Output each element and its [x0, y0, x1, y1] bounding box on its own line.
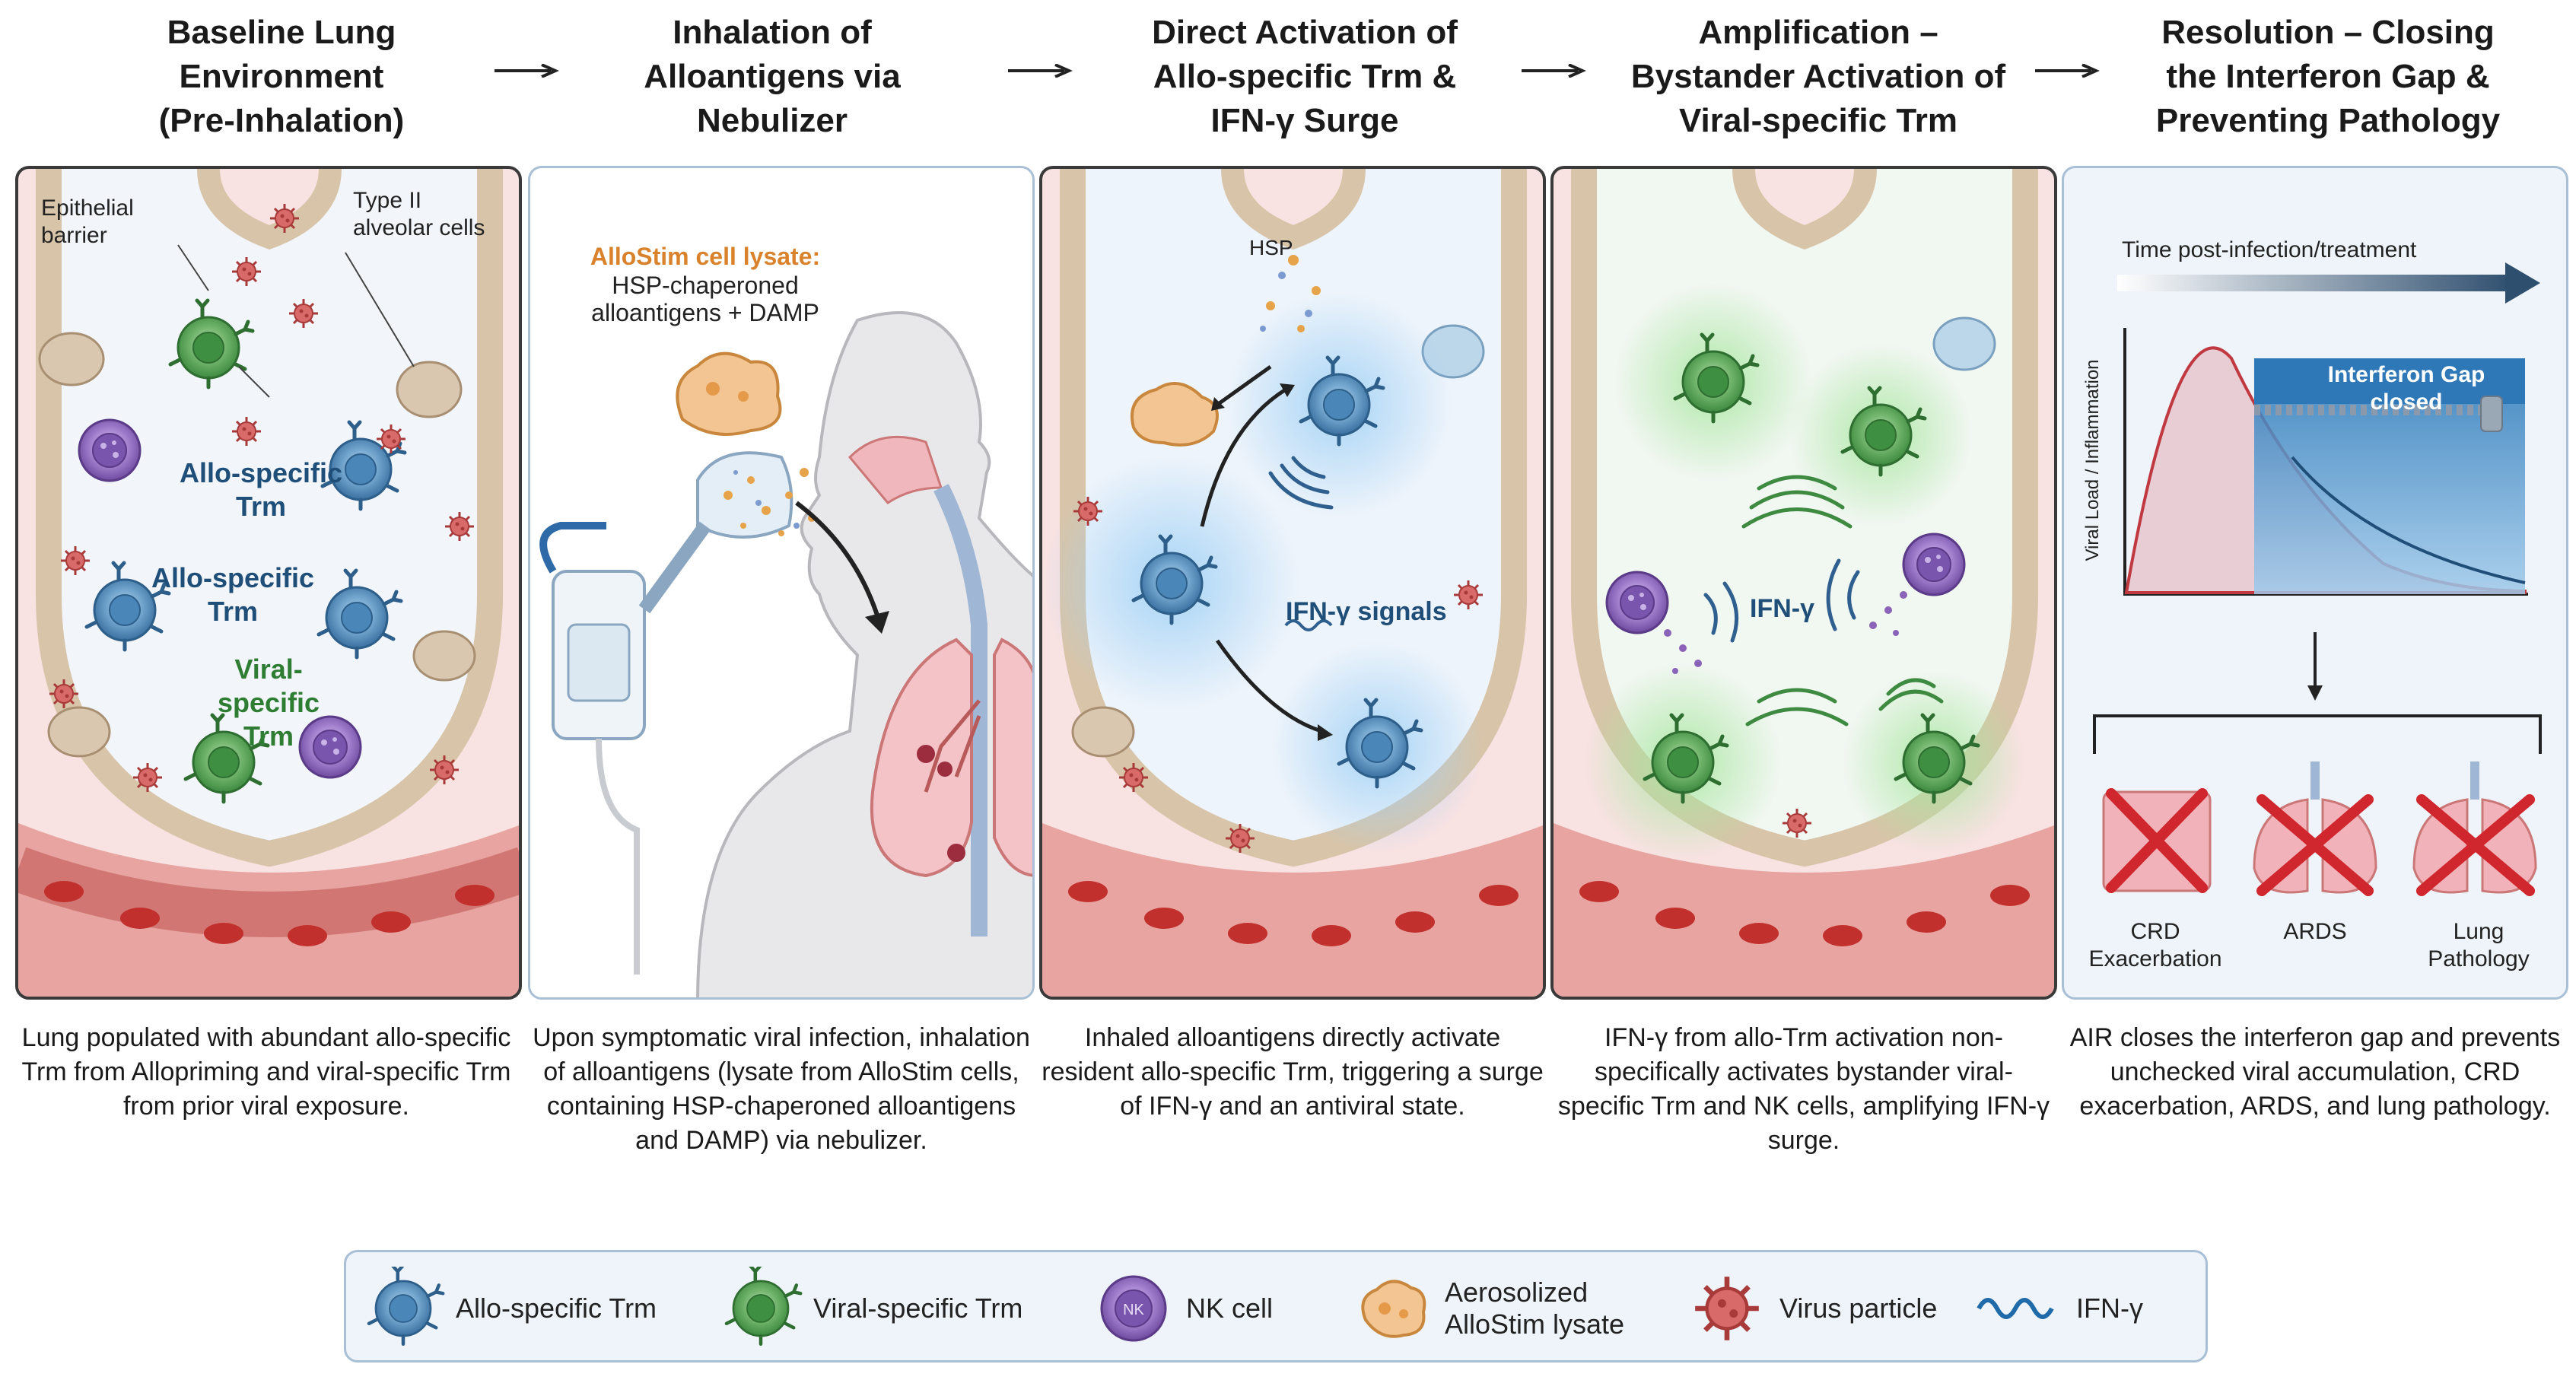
legend-item-ifn: IFN-γ	[1974, 1252, 2143, 1365]
panel-5-caption: AIR closes the interferon gap and preven…	[2069, 1023, 2561, 1121]
panel-1-title: Baseline Lung Environment (Pre-Inhalatio…	[158, 14, 405, 139]
legend-item-lysate: Aerosolized AlloStim lysate	[1350, 1252, 1624, 1365]
legend-label: IFN-γ	[2076, 1293, 2143, 1324]
legend-label: Aerosolized AlloStim lysate	[1445, 1277, 1625, 1340]
panel-3-illustration	[1042, 169, 1543, 997]
panel-2-illustration	[539, 311, 1032, 997]
viral-trm-label: Viral- specific Trm	[218, 653, 320, 752]
legend: Allo-specific Trm Viral-specific Trm NK …	[344, 1250, 2208, 1363]
step-arrow-2	[1008, 64, 1073, 78]
time-axis-label: Time post-infection/treatment	[2122, 237, 2417, 262]
panel-2-inhalation: AlloStim cell lysate: HSP-chaperoned all…	[528, 166, 1035, 1000]
legend-item-nk-cell: NK NK cell	[1092, 1252, 1273, 1365]
y-axis-label: Viral Load / Inflammation	[2082, 359, 2103, 561]
legend-label: NK cell	[1186, 1293, 1274, 1324]
activated-nk-cell	[1902, 533, 1966, 596]
viral-trm-icon	[719, 1267, 803, 1350]
legend-item-viral-trm: Viral-specific Trm	[719, 1252, 1022, 1365]
panel-5-illustration	[2093, 262, 2542, 896]
panel-5-resolution: Time post-infection/treatment Viral Load…	[2062, 166, 2568, 1000]
allo-trm-label-1: Allo-specific Trm	[180, 457, 343, 522]
ifn-signals-label: IFN-γ signals	[1286, 597, 1447, 626]
allo-trm-icon	[361, 1267, 445, 1350]
nk-cell	[78, 418, 142, 482]
lung-pathology-icon	[2412, 762, 2537, 896]
panel-3-activation: HSP IFN-γ signals	[1039, 166, 1546, 1000]
crd-icon	[2102, 788, 2212, 893]
allo-trm-label-2: Allo-specific Trm	[151, 562, 315, 627]
outcome-ards-label: ARDS	[2283, 919, 2347, 944]
outcome-lung-pathology-label: Lung Pathology	[2428, 919, 2530, 971]
step-arrow-3	[1522, 64, 1586, 78]
virus-icon	[1685, 1267, 1769, 1350]
panel-3-caption: Inhaled alloantigens directly activate r…	[1042, 1023, 1544, 1121]
lysate-icon	[1361, 1280, 1426, 1338]
panel-4-caption: IFN-γ from allo-Trm activation non-speci…	[1557, 1023, 2050, 1155]
step-arrow-4	[2035, 64, 2100, 78]
ifn-wave-icon	[1977, 1298, 2054, 1319]
hsp-label: HSP	[1249, 236, 1293, 259]
panel-2-title: Inhalation of Alloantigens via Nebulizer	[644, 14, 901, 139]
legend-label: Allo-specific Trm	[456, 1293, 657, 1324]
ifn-gamma-label: IFN-γ	[1750, 594, 1814, 623]
nk-badge: NK	[1123, 1302, 1144, 1318]
legend-item-allo-trm: Allo-specific Trm	[361, 1252, 657, 1365]
nk-cell-icon: NK	[1100, 1275, 1167, 1342]
outcome-crd-label: CRD Exacerbation	[2088, 919, 2222, 971]
ards-icon	[2253, 762, 2377, 896]
legend-label: Virus particle	[1779, 1293, 1938, 1324]
panel-4-amplification: IFN-γ	[1550, 166, 2057, 1000]
panel-4-title: Amplification – Bystander Activation of …	[1630, 14, 2006, 139]
step-arrow-1	[495, 64, 559, 78]
gap-closed-label: Interferon Gap closed	[2327, 362, 2485, 415]
panel-4-illustration	[1554, 169, 2054, 997]
panel-5-title: Resolution – Closing the Interferon Gap …	[2155, 14, 2501, 139]
lysate-description: HSP-chaperoned alloantigens + DAMP	[591, 272, 819, 326]
panel-2-caption: Upon symptomatic viral infection, inhala…	[533, 1023, 1030, 1155]
epithelial-barrier-label: Epithelial barrier	[41, 196, 134, 248]
panel-1-illustration	[18, 169, 519, 997]
panel-1-caption: Lung populated with abundant allo-specif…	[21, 1023, 511, 1121]
panel-1-baseline: Epithelial barrier Type II alveolar cell…	[15, 166, 522, 1000]
panel-3-title: Direct Activation of Allo-specific Trm &…	[1152, 14, 1458, 139]
lysate-blob	[676, 351, 782, 436]
activated-nk-cell	[1605, 571, 1669, 634]
lysate-title: AlloStim cell lysate:	[590, 243, 821, 270]
type-ii-cells-label: Type II alveolar cells	[353, 188, 485, 240]
legend-label: Viral-specific Trm	[813, 1293, 1023, 1324]
legend-item-virus: Virus particle	[1685, 1252, 1937, 1365]
